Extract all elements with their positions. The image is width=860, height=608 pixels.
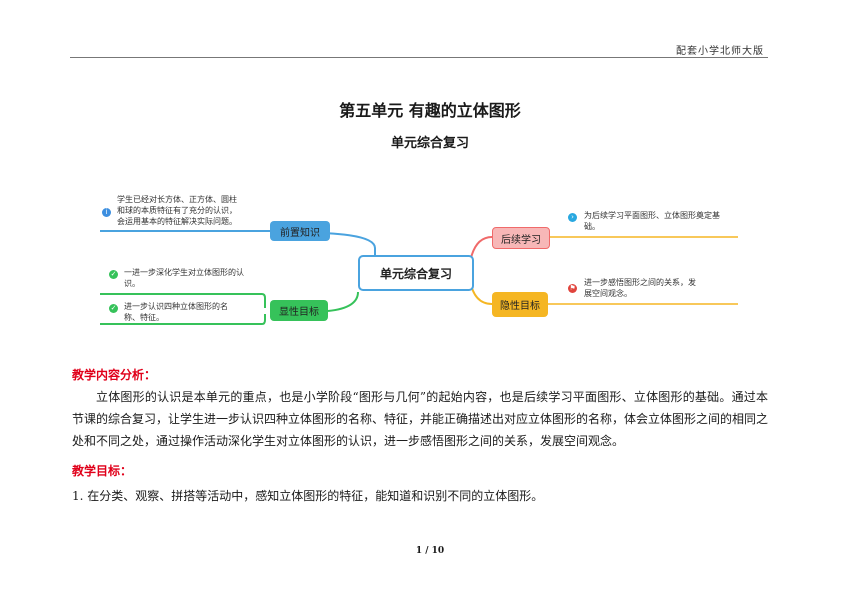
info-icon: i <box>102 208 111 217</box>
goal-item: 1. 在分类、观察、拼搭等活动中，感知立体图形的特征，能知道和识别不同的立体图形… <box>72 489 544 503</box>
check-icon: ✓ <box>109 304 118 313</box>
note-line: 识。 <box>124 279 140 288</box>
central-topic-node[interactable]: 单元综合复习 <box>358 255 474 291</box>
note-line: 展空间观念。 <box>584 289 632 298</box>
header-title: 配套小学北师大版 <box>676 46 764 57</box>
explicit-note-2: 进一步认识四种立体图形的名 称、特征。 <box>124 301 264 323</box>
goals-heading: 教学目标： <box>72 464 133 478</box>
header-divider <box>70 57 768 58</box>
prior-knowledge-node[interactable]: 前置知识 <box>270 221 330 241</box>
note-line: 础。 <box>584 222 600 231</box>
note-line: 为后续学习平面图形、立体图形奠定基 <box>584 211 720 220</box>
note-line: 学生已经对长方体、正方体、圆柱 <box>117 195 237 204</box>
flag-icon: ⚑ <box>568 284 577 293</box>
implicit-note: 进一步感悟图形之间的关系，发 展空间观念。 <box>584 277 724 299</box>
note-line: 会运用基本的特征解决实际问题。 <box>117 217 237 226</box>
prior-note: 学生已经对长方体、正方体、圆柱 和球的本质特征有了充分的认识， 会运用基本的特征… <box>117 194 267 227</box>
implicit-goal-node[interactable]: 隐性目标 <box>492 292 548 317</box>
check-icon: ✓ <box>109 270 118 279</box>
analysis-heading: 教学内容分析： <box>72 368 157 382</box>
follow-up-note: 为后续学习平面图形、立体图形奠定基 础。 <box>584 210 744 232</box>
explicit-note-1: 一进一步深化学生对立体图形的认 识。 <box>124 267 264 289</box>
mind-map: i 学生已经对长方体、正方体、圆柱 和球的本质特征有了充分的认识， 会运用基本的… <box>0 180 860 340</box>
analysis-paragraph: 立体图形的认识是本单元的重点，也是小学阶段“图形与几何”的起始内容，也是后续学习… <box>72 390 769 448</box>
explicit-goal-node[interactable]: 显性目标 <box>270 300 328 321</box>
page-subtitle: 单元综合复习 <box>390 136 469 151</box>
note-line: 称、特征。 <box>124 313 164 322</box>
note-line: 进一步认识四种立体图形的名 <box>124 302 228 311</box>
arrow-right-icon: › <box>568 213 577 222</box>
note-line: 一进一步深化学生对立体图形的认 <box>124 268 244 277</box>
note-line: 和球的本质特征有了充分的认识， <box>117 206 237 215</box>
page-title: 第五单元 有趣的立体图形 <box>339 101 521 120</box>
follow-up-learning-node[interactable]: 后续学习 <box>492 227 550 249</box>
page-number: 1 / 10 <box>415 546 445 556</box>
note-line: 进一步感悟图形之间的关系，发 <box>584 278 696 287</box>
